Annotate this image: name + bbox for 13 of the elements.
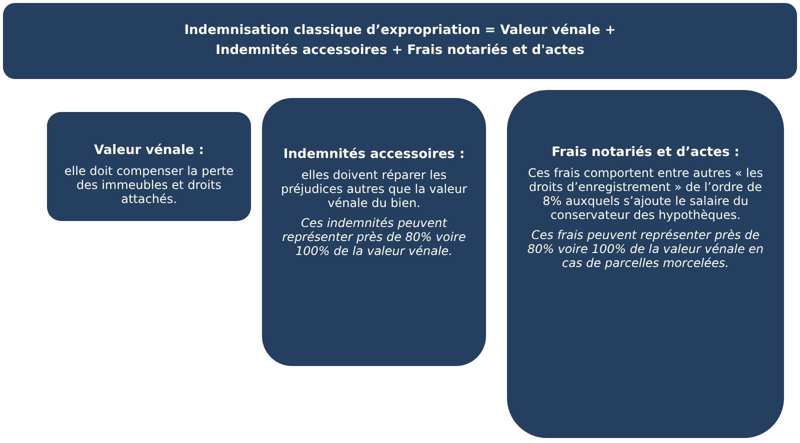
card-heading: Valeur vénale :	[94, 144, 204, 158]
formula-heading: Indemnisation classique d’expropriation = Valeur vénale + Indemnités accessoires + Frais notariés et d'actes	[183, 22, 617, 60]
card-note: Ces indemnités peuvent représenter près de 80% voire 100% de la valeur vénale.	[281, 216, 467, 258]
card-description: elles doivent réparer les préjudices autres que la valeur vénale du bien.	[280, 168, 468, 210]
card-note: Ces frais peuvent représenter près de 80% voire 100% de la valeur vénale en cas de parcelles morcelées.	[526, 228, 765, 270]
info-card	[47, 112, 251, 221]
header-banner	[3, 3, 797, 79]
card-heading: Indemnités accessoires :	[283, 148, 465, 162]
info-card	[262, 98, 486, 366]
card-heading: Frais notariés et d’actes :	[552, 146, 740, 160]
info-card	[507, 90, 784, 438]
card-description: elle doit compenser la perte des immeubles et droits attachés.	[63, 164, 235, 206]
card-description: Ces frais comportent entre autres « les droits d’enregistrement » de l’ordre de 8% auxquels s’ajoute le salaire du conservateur des hypothèques.	[527, 166, 764, 222]
